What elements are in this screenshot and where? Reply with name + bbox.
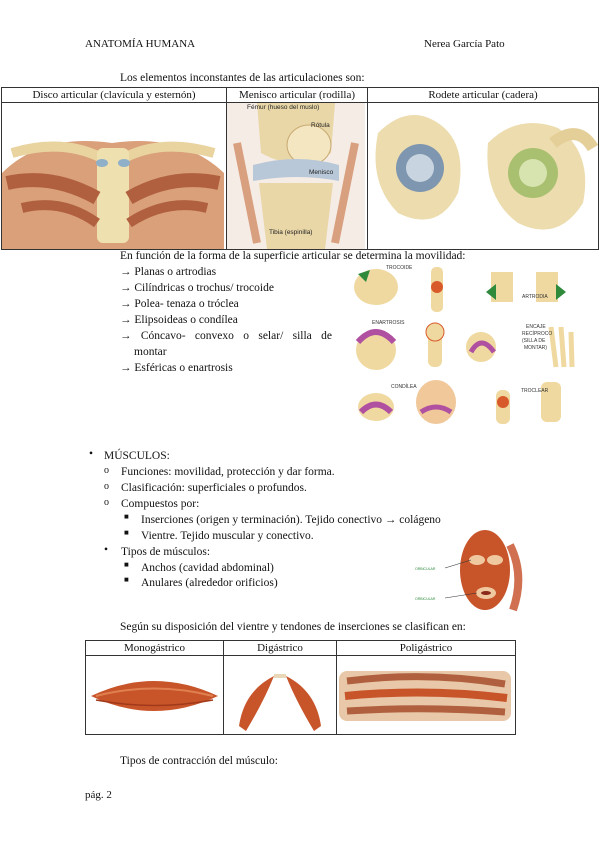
cell-rodete: Rodete articular (cadera): [367, 87, 599, 250]
label-artrodia: ARTRODIA: [522, 294, 548, 300]
muscles-functions: Funciones: movilidad, protección y dar f…: [121, 466, 335, 478]
label-rotula: Rótula: [311, 122, 330, 129]
label-trocoide: TROCOIDE: [386, 265, 413, 271]
joint-types-figure: TROCOIDE ARTRODIA ENARTROSIS ENCAJE RECÍ…: [346, 262, 578, 428]
square-bullet-icon: ■: [124, 560, 129, 569]
col-monogastrico: Monogástrico: [86, 641, 223, 656]
circle-bullet-icon: o: [104, 497, 109, 508]
header-left: ANATOMÍA HUMANA: [85, 38, 196, 50]
muscles-belly: Vientre. Tejido muscular y conectivo.: [141, 530, 314, 542]
knee-illustration: [227, 103, 365, 249]
circle-bullet-icon: o: [104, 465, 109, 476]
label-femur: Fémur (hueso del muslo): [247, 104, 320, 111]
mobility-item: montar: [134, 346, 167, 358]
joint-types-illustration: [354, 267, 575, 424]
polygastric-muscle-illustration: [339, 671, 511, 721]
bullet-icon: •: [104, 544, 109, 556]
muscles-wide: Anchos (cavidad abdominal): [141, 562, 274, 574]
label-enartrosis: ENARTROSIS: [372, 320, 405, 326]
mobility-intro: En función de la forma de la superficie …: [120, 250, 466, 262]
square-bullet-icon: ■: [124, 528, 129, 537]
header-right: Nerea García Pato: [424, 38, 505, 50]
clavicle-sternum-illustration: [2, 141, 224, 249]
mobility-item: → Planas o artrodias: [120, 266, 217, 278]
muscle-table: Monogástrico Digástrico Poligástrico: [85, 640, 516, 735]
muscles-types-title: Tipos de músculos:: [121, 546, 211, 558]
intro-joints: Los elementos inconstantes de las articu…: [120, 72, 365, 84]
label-encaje-4: MONTAR): [524, 345, 547, 351]
svg-text:ORBICULAR: ORBICULAR: [415, 597, 436, 601]
mobility-item: → Cóncavo- convexo o selar/ silla de: [120, 330, 332, 342]
col-disco: Disco articular (clavícula y esternón): [2, 88, 226, 103]
mobility-item: → Polea- tenaza o tróclea: [120, 298, 239, 310]
circle-bullet-icon: o: [104, 481, 109, 492]
page-number: pág. 2: [85, 789, 112, 801]
muscles-composed: Compuestos por:: [121, 498, 200, 510]
cell-disco: Disco articular (clavícula y esternón): [1, 87, 227, 250]
muscles-classification: Clasificación: superficiales o profundos…: [121, 482, 307, 494]
col-rodete: Rodete articular (cadera): [368, 88, 598, 103]
label-menisco: Menisco: [309, 169, 334, 176]
mobility-item: → Cilíndricas o trochus/ trocoide: [120, 282, 274, 294]
label-encaje-2: RECÍPROCO: [522, 331, 553, 337]
col-digastrico: Digástrico: [224, 641, 336, 656]
joint-table: Disco articular (clavícula y esternón) M…: [1, 87, 599, 250]
digastric-muscle-illustration: [239, 674, 321, 731]
square-bullet-icon: ■: [124, 512, 129, 521]
monogastric-muscle-illustration: [91, 681, 218, 711]
svg-text:ORBICULAR: ORBICULAR: [415, 567, 436, 571]
muscles-title: MÚSCULOS:: [104, 450, 170, 462]
muscles-insertions: Inserciones (origen y terminación). Teji…: [141, 514, 441, 526]
square-bullet-icon: ■: [124, 575, 129, 584]
cell-poligastrico: Poligástrico: [336, 640, 516, 735]
label-encaje-1: ENCAJE: [526, 324, 546, 330]
mobility-item: → Elipsoideas o condílea: [120, 314, 238, 326]
contraction-title: Tipos de contracción del músculo:: [120, 755, 278, 767]
mobility-list: → Planas o artrodias → Cilíndricas o tro…: [120, 264, 332, 376]
hip-illustration: [375, 115, 598, 230]
label-encaje-3: (SILLA DE: [522, 338, 546, 344]
cell-digastrico: Digástrico: [223, 640, 337, 735]
label-condilea: CONDÍLEA: [391, 384, 417, 390]
cell-monogastrico: Monogástrico: [85, 640, 224, 735]
label-troclear: TROCLEAR: [521, 388, 549, 394]
disposition-intro: Según su disposición del vientre y tendo…: [120, 621, 466, 633]
label-tibia: Tibia (espinilla): [269, 229, 313, 236]
bullet-icon: •: [89, 448, 94, 460]
facial-muscles-illustration: ORBICULAR ORBICULAR: [415, 530, 523, 612]
cell-menisco: Menisco articular (rodilla) Fémur (hueso…: [226, 87, 368, 250]
mobility-item: → Esféricas o enartrosis: [120, 362, 233, 374]
muscles-annular: Anulares (alrededor orificios): [141, 577, 278, 589]
col-menisco: Menisco articular (rodilla): [227, 88, 367, 103]
col-poligastrico: Poligástrico: [337, 641, 515, 656]
